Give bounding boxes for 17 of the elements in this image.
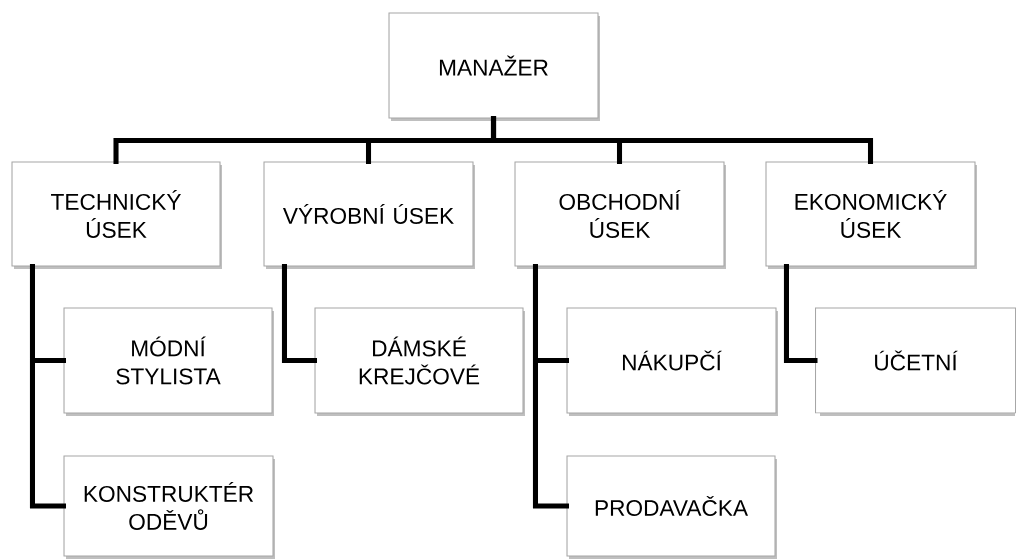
connector-line — [783, 264, 818, 364]
connector-line — [490, 116, 874, 164]
node-label: ÚČETNÍ — [875, 350, 958, 371]
connector-line — [29, 264, 66, 509]
org-box: MANAŽER — [388, 12, 600, 121]
org-box: NÁKUPČÍ — [566, 307, 778, 416]
org-box: EKONOMICKÝ ÚSEK — [765, 161, 977, 269]
connector-line — [281, 264, 317, 364]
org-box: PRODAVAČKA — [566, 455, 777, 559]
org-box: ÚČETNÍ — [814, 307, 1016, 416]
org-box: DÁMSKÉ KREJČOVÉ — [314, 307, 525, 416]
org-box: MÓDNÍ STYLISTA — [63, 307, 274, 416]
org-box: OBCHODNÍ ÚSEK — [514, 161, 726, 269]
org-box: VÝROBNÍ ÚSEK — [263, 161, 475, 269]
org-box: TECHNICKÝ ÚSEK — [11, 161, 222, 269]
connector-line — [532, 264, 569, 509]
org-box: KONSTRUKTÉR ODĚVŮ — [63, 455, 275, 559]
